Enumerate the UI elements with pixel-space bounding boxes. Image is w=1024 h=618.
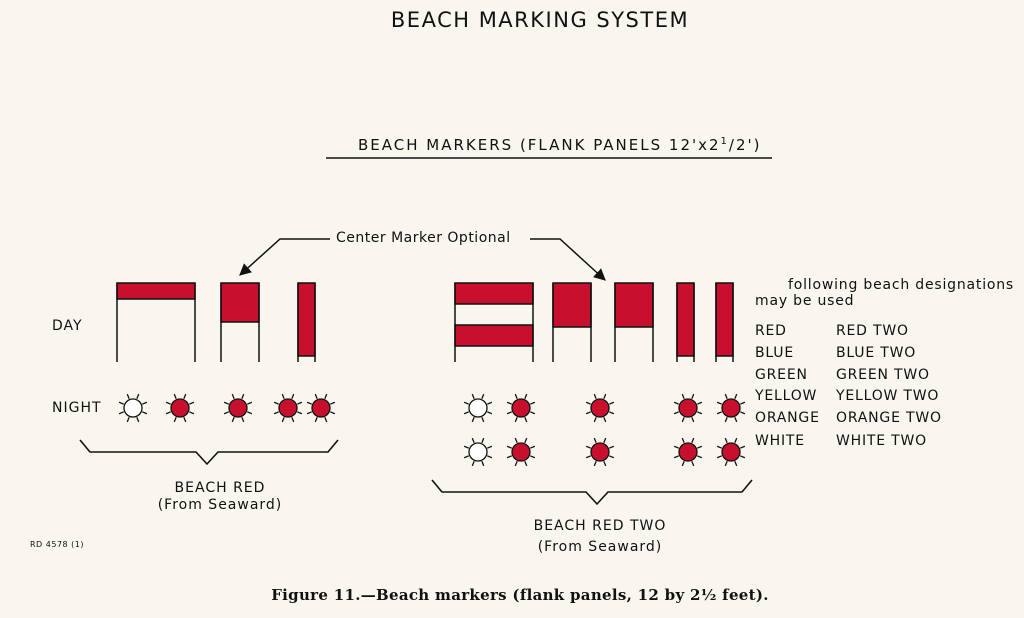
subtitle-fraction-end: /2') [728,136,762,154]
beach-red-caption: BEACH RED [174,480,266,496]
beach-red-two-day-panels [454,282,734,362]
designation-single: GREEN [755,367,808,383]
center-marker-panel [220,282,260,362]
designation-double: YELLOW TWO [836,388,940,404]
light-red [165,393,195,423]
figure-caption: Figure 11.—Beach markers (flank panels, … [271,586,769,604]
designation-single: YELLOW [755,388,818,404]
beach-red-subcaption: (From Seaward) [157,497,283,513]
light-red [506,393,536,423]
flank-panel-left [116,282,196,362]
subtitle-text: BEACH MARKERS (FLANK PANELS 12'x2 [358,136,721,154]
light-red [716,437,746,467]
light-red [673,437,703,467]
flank-panel-left [454,282,534,362]
light-white [463,437,493,467]
light-red [673,393,703,423]
light-red [223,393,253,423]
center-marker-callout: Center Marker Optional [336,230,511,246]
callout-arrow-right [530,238,606,281]
day-label: DAY [52,318,83,334]
beach-red-day-panels [116,282,316,362]
designation-double: RED TWO [836,323,909,339]
designation-single: BLUE [755,345,794,361]
light-red [585,437,615,467]
light-white [463,393,493,423]
page-title: BEACH MARKING SYSTEM [390,8,690,32]
designation-single: ORANGE [755,410,820,426]
flank-panel-right [297,282,316,362]
reference-code: RD 4578 (1) [30,540,84,549]
light-red [585,393,615,423]
light-red [273,393,303,423]
section-subtitle: BEACH MARKERS (FLANK PANELS 12'x21/2') [358,136,761,154]
designation-double: WHITE TWO [836,433,927,449]
light-red [306,393,336,423]
night-lights [118,393,746,467]
flank-panel-right [676,282,734,362]
designation-note-line2: may be used [755,293,855,309]
beach-red-brace [79,439,339,466]
light-red [506,437,536,467]
callout-arrow-left [239,238,330,276]
night-label: NIGHT [52,400,102,416]
designation-double: BLUE TWO [836,345,917,361]
designation-double: GREEN TWO [836,367,930,383]
light-red [716,393,746,423]
light-white [118,393,148,423]
designation-single: WHITE [755,433,805,449]
designation-double: ORANGE TWO [836,410,942,426]
beach-red-two-subcaption: (From Seaward) [537,539,663,555]
designation-single: RED [755,323,787,339]
subtitle-fraction-numerator: 1 [720,136,729,147]
center-marker-panel [552,282,654,362]
beach-red-two-brace [431,479,753,506]
beach-red-two-caption: BEACH RED TWO [533,518,667,534]
designation-note-line1: following beach designations [788,277,1015,293]
